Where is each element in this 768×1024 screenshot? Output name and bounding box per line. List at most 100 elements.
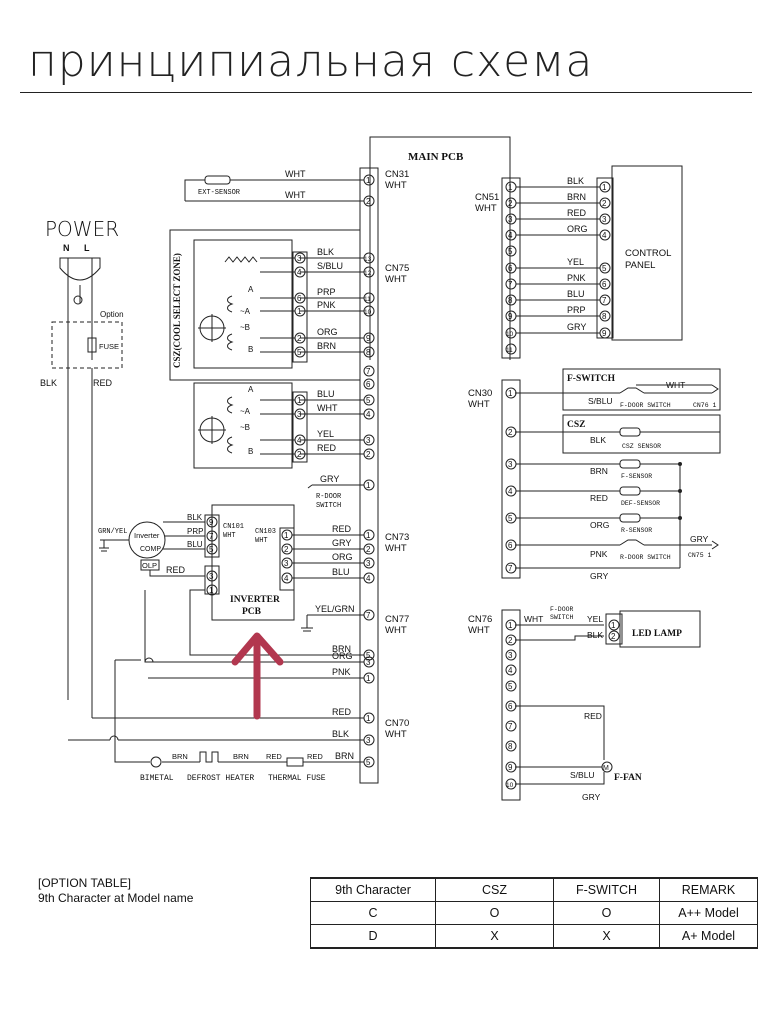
wire-label: RED [332,524,352,534]
wire-label: GRY [332,538,351,548]
pin-label: 3 [508,215,513,224]
svg-text:N: N [63,243,70,253]
pin-number [363,394,375,406]
svg-text:BIMETAL: BIMETAL [140,774,174,783]
pin-number [363,448,375,460]
pin-label: 2 [508,636,513,645]
cn31-connector: CN31 WHT 1 2 WHT WHT EXT-SENSOR [184,169,409,207]
pin-label: 2 [508,428,513,437]
svg-text:LED LAMP: LED LAMP [632,629,682,639]
svg-text:WHT: WHT [666,380,685,390]
svg-text:COMP: COMP [140,546,161,553]
pin-number [363,543,375,555]
svg-text:2: 2 [366,197,371,206]
wire-label: BLU [332,567,350,577]
pin-label: 6 [508,702,513,711]
pin-label: 7 [508,722,513,731]
svg-text:CN77: CN77 [385,614,409,625]
svg-text:~B: ~B [240,423,250,432]
svg-text:CSZ: CSZ [567,420,585,430]
pin-number [363,346,375,358]
pin-label: 1 [297,396,302,405]
svg-text:F-FAN: F-FAN [614,773,642,783]
pin-number [599,262,611,274]
wire-label: RED [567,208,587,218]
svg-text:1: 1 [366,481,371,490]
wire-label: BLK [317,247,334,257]
svg-text:S/BLU: S/BLU [588,396,613,406]
svg-text:WHT: WHT [223,532,236,540]
pin-label: 11 [364,296,371,303]
pin-label: 6 [508,541,513,550]
svg-text:THERMAL FUSE: THERMAL FUSE [268,774,326,783]
pin-label: 1 [297,307,302,316]
svg-text:CN51: CN51 [475,192,499,203]
table-header-row: 9th Character CSZ F-SWITCH REMARK [310,877,758,902]
svg-text:PRP: PRP [187,527,203,536]
pin-label: 9 [508,312,513,321]
svg-text:CN103: CN103 [255,528,276,536]
wire-label: BLU [317,389,335,399]
svg-text:R-DOOR SWITCH: R-DOOR SWITCH [620,554,671,561]
pin-label: 9 [366,334,371,343]
svg-text:WHT: WHT [385,543,407,554]
pin-label: 5 [366,396,371,405]
csz-block: CSZ(COOL SELECT ZONE) A ~A ~B B A ~A ~B … [169,229,361,469]
wire-label: RED [317,443,337,453]
svg-text:B: B [248,447,253,456]
svg-text:CN101: CN101 [223,523,244,531]
pin-label: 6 [602,280,607,289]
pin-label: 2 [297,450,302,459]
svg-text:GRY: GRY [320,474,339,484]
svg-text:WHT: WHT [524,614,543,624]
pin-label: 5 [508,682,513,691]
wire-label: PNK [332,667,351,677]
svg-text:B: B [248,345,253,354]
wire-label: GRY [567,322,586,332]
svg-text:~B: ~B [240,323,250,332]
svg-text:F-DOOR: F-DOOR [550,606,574,613]
pin-label: 3 [366,658,371,667]
svg-text:SWITCH: SWITCH [316,502,341,510]
pin-number [505,426,517,438]
pin-label: 2 [297,334,302,343]
svg-text:CN75 1: CN75 1 [688,552,712,559]
pin-label: 1 [284,531,289,540]
pin-label: 7 [209,532,214,541]
svg-text:M: M [603,765,609,772]
pin-number [505,778,517,790]
wire-label: RED [590,493,608,503]
svg-text:WHT: WHT [468,399,490,410]
wire-label: PNK [567,273,586,283]
svg-text:CN30: CN30 [468,388,492,399]
svg-text:INVERTER: INVERTER [230,595,280,605]
column-header: CSZ [435,877,554,902]
inverter-pcb: INVERTER PCB CN101 WHT CN103 WHT Inverte… [98,504,295,621]
pin-label: 8 [508,742,513,751]
pin-label: 1 [508,183,513,192]
pin-number [206,570,218,582]
svg-text:BLK: BLK [587,630,603,640]
pin-label: 9 [602,329,607,338]
pin-label: 4 [297,436,302,445]
pin-number [363,266,375,278]
table-cell: A+ Model [659,924,758,949]
wire-label: ORG [332,651,353,661]
pin-number [505,720,517,732]
svg-text:PCB: PCB [242,607,262,617]
pin-label: 6 [297,294,302,303]
svg-text:CN76: CN76 [468,614,492,625]
pin-label: 5 [602,264,607,273]
table-row: D X X A+ Model [310,924,758,949]
wire-label: ORG [317,327,338,337]
pin-label: 3 [508,460,513,469]
wire-label: BRN [590,466,608,476]
pin-label: 1 [611,621,616,630]
pin-label: 5 [209,545,214,554]
power-block: POWER N L Option FUSE BLK RED [40,217,124,718]
pin-number [363,434,375,446]
pin-number [599,310,611,322]
fuse-option-box [51,321,123,369]
svg-text:BLU: BLU [187,540,203,549]
option-table-title: [OPTION TABLE] [38,876,131,890]
